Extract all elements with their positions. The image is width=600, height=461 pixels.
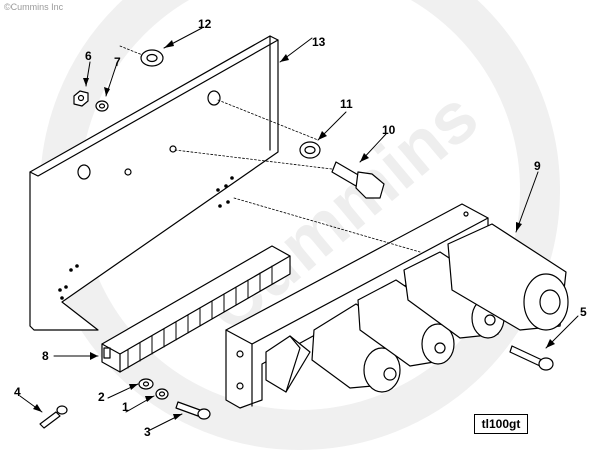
terminal-strip	[101, 245, 291, 373]
screw-3	[175, 401, 211, 420]
bolt-10	[331, 161, 385, 199]
screw-5	[509, 345, 554, 371]
washer-2	[138, 378, 154, 390]
callout-6: 6	[85, 49, 92, 63]
terminal-lug-4	[39, 405, 68, 429]
reference-code-box: tl100gt	[474, 414, 528, 434]
nut-6	[73, 90, 89, 107]
washer-7	[95, 100, 109, 112]
callout-10: 10	[382, 123, 396, 137]
callout-8: 8	[42, 349, 49, 363]
callout-7: 7	[114, 55, 121, 69]
leader-arrowheads	[33, 40, 555, 420]
callout-labels: 1 2 3 4 5 6 7 8 9 10 11 12 13	[14, 17, 587, 439]
relay-2	[357, 279, 455, 367]
alignment-lines	[119, 45, 421, 253]
callout-5: 5	[580, 305, 587, 319]
mounting-plate	[29, 35, 279, 331]
callout-13: 13	[312, 35, 326, 49]
lock-washer-11	[299, 141, 321, 159]
callout-3: 3	[144, 425, 151, 439]
washer-12	[140, 49, 164, 67]
callout-12: 12	[198, 17, 212, 31]
relay-3	[403, 251, 505, 339]
relay-small-front	[265, 335, 311, 393]
callout-11: 11	[340, 97, 353, 111]
relay-large	[447, 223, 569, 331]
callout-9: 9	[534, 159, 541, 173]
callout-1: 1	[122, 400, 129, 414]
copyright-notice: ©Cummins Inc	[4, 2, 64, 12]
callout-2: 2	[98, 390, 105, 404]
callout-4: 4	[14, 385, 21, 399]
lock-washer-1	[155, 388, 169, 400]
